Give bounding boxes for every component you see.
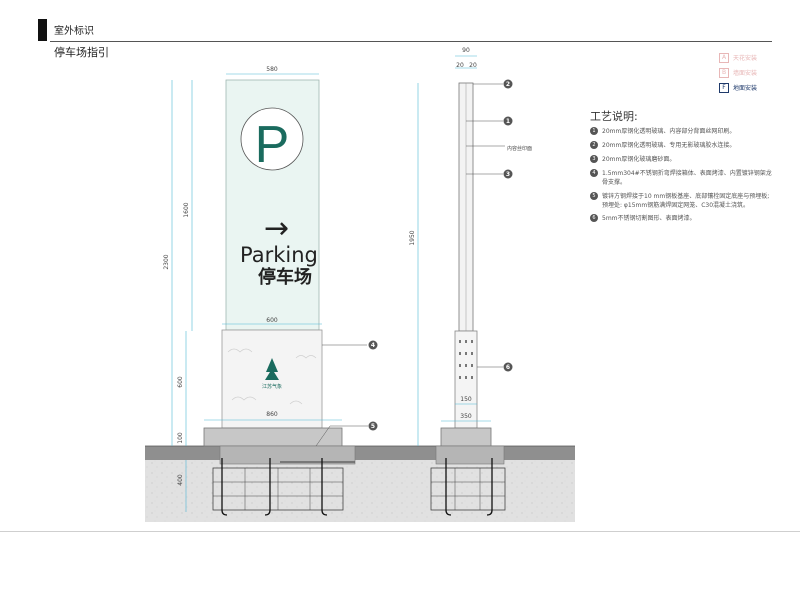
arrow-icon: → <box>264 211 289 246</box>
legend-wall: B 墙面安装 <box>700 65 770 80</box>
side-foundation-cage <box>430 467 506 511</box>
front-baseplate <box>219 445 356 465</box>
side-anchor-bolt-2 <box>486 458 493 516</box>
legend-floor: F 地面安装 <box>700 80 770 95</box>
legend-label: 地面安装 <box>733 85 758 92</box>
anchor-bolt-2 <box>264 458 271 516</box>
callout-2: 2 <box>506 81 510 88</box>
ground-slab <box>145 446 575 460</box>
soil-area <box>145 460 575 522</box>
callout-markers <box>368 79 513 431</box>
cloud-decoration <box>227 348 317 405</box>
dim-side-post: 150 <box>460 396 472 403</box>
dim-side-left: 20 <box>456 62 464 69</box>
legend-label: 墙面安装 <box>733 70 758 77</box>
anchor-bolt-1 <box>221 458 228 516</box>
dim-base-width: 860 <box>266 411 278 418</box>
ceiling-mount-icon: A <box>719 52 729 63</box>
dim-side-base: 350 <box>460 413 472 420</box>
header-divider <box>50 41 772 42</box>
dim-side-height: 1950 <box>409 230 416 245</box>
callout-1: 1 <box>506 118 510 125</box>
side-vent-dots <box>459 340 473 379</box>
wall-mount-icon: B <box>719 67 729 78</box>
dim-plinth-height: 100 <box>177 432 184 444</box>
callout-leaders <box>315 83 505 447</box>
install-type-legend: A 天花安装 B 墙面安装 F 地面安装 <box>700 50 770 95</box>
dimension-lines <box>171 55 491 512</box>
dim-mid-width: 600 <box>266 317 278 324</box>
callout-4: 4 <box>371 342 375 349</box>
page-title: 停车场指引 <box>54 46 109 59</box>
side-plinth <box>440 427 492 447</box>
dim-top-width: 580 <box>266 66 278 73</box>
dim-panel-height: 1600 <box>183 202 190 217</box>
sign-chinese: 停车场 <box>258 266 312 288</box>
footer-divider <box>0 531 800 532</box>
dim-side-total-width: 90 <box>462 47 470 54</box>
front-plinth <box>203 427 343 447</box>
header-mark <box>38 19 47 41</box>
dim-side-right: 20 <box>469 62 477 69</box>
notes-title: 工艺说明: <box>590 110 638 123</box>
print-surface-label: 内容丝印面 <box>507 145 532 152</box>
sign-english: Parking <box>240 243 318 267</box>
callout-3: 3 <box>506 171 510 178</box>
anchor-bolt-3 <box>321 458 328 516</box>
callout-5: 5 <box>371 423 375 430</box>
p-circle <box>240 107 304 171</box>
dim-foundation-depth: 400 <box>177 474 184 486</box>
logo-text: 江苏气象 <box>262 383 282 390</box>
floor-mount-icon: F <box>719 82 729 93</box>
callout-6: 6 <box>506 364 510 371</box>
legend-ceiling: A 天花安装 <box>700 50 770 65</box>
dim-total-height: 2300 <box>163 254 170 269</box>
legend-label: 天花安装 <box>733 55 758 62</box>
dim-lower-height: 600 <box>177 376 184 388</box>
tree-logo-icon <box>265 358 279 380</box>
p-symbol: P <box>255 116 290 174</box>
header-title: 室外标识 <box>54 26 94 37</box>
side-baseplate <box>435 445 505 465</box>
side-anchor-bolt-1 <box>445 458 452 516</box>
